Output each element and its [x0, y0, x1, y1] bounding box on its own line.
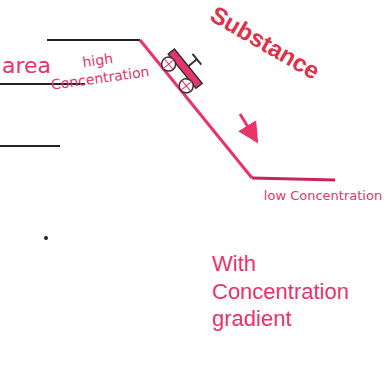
area-word: area — [2, 52, 86, 80]
low-plateau — [252, 178, 335, 180]
slope-line — [140, 40, 252, 178]
dot — [44, 236, 48, 240]
direction-arrow — [240, 114, 256, 140]
concentration-label: high Concentration — [42, 45, 156, 95]
concentration-label: low Concentration — [262, 188, 384, 204]
cart-icon — [158, 42, 211, 96]
blank-line — [0, 145, 60, 147]
top-plateau — [47, 39, 140, 41]
gradient-note: With Concentration gradient — [212, 250, 382, 333]
substance-label: Substance — [201, 0, 329, 88]
